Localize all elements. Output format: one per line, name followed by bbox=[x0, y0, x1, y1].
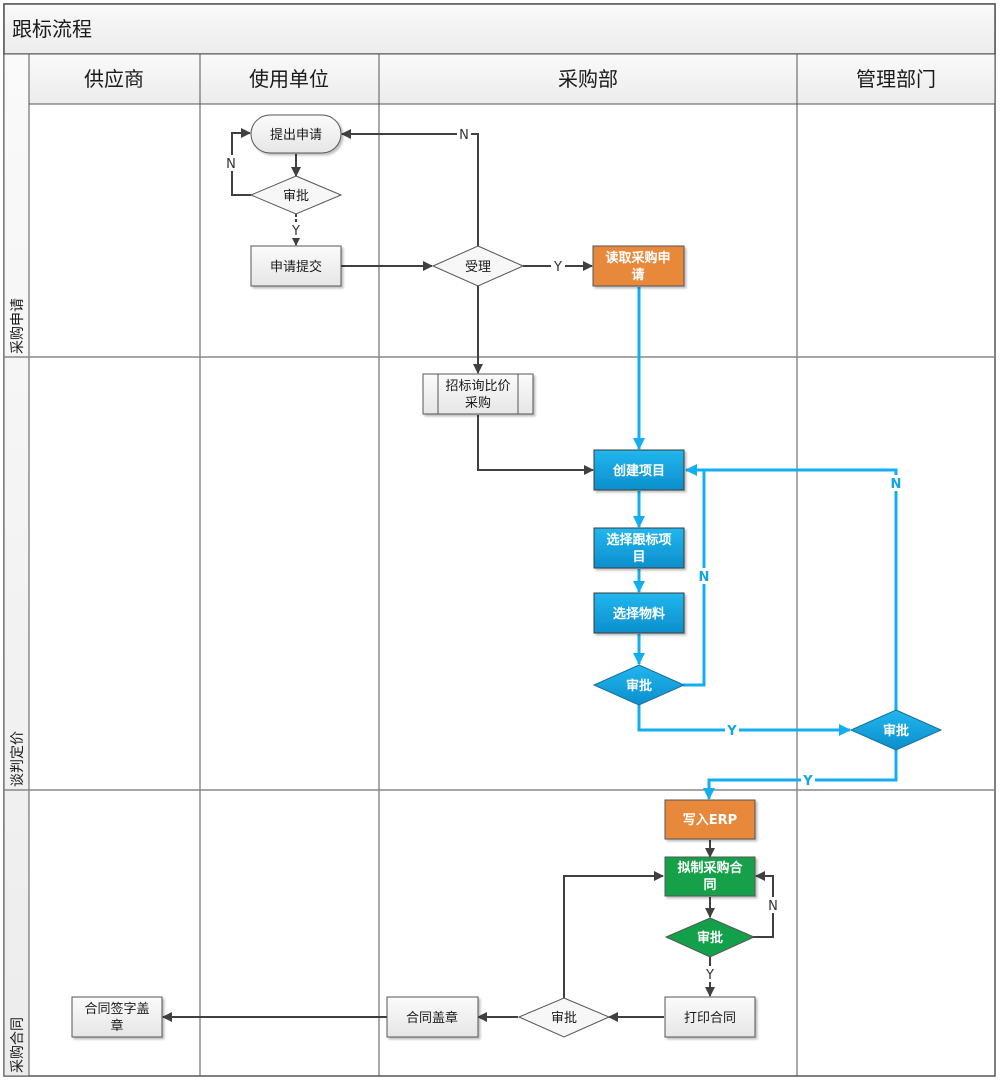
node-select-bid-item[interactable]: 选择跟标项 目 bbox=[593, 527, 685, 569]
edge bbox=[477, 415, 594, 475]
node-write-erp[interactable]: 写入ERP bbox=[664, 799, 756, 840]
node-label: 写入ERP bbox=[683, 813, 737, 828]
edge-label-n: N bbox=[226, 157, 236, 172]
node-label: 审批 bbox=[883, 723, 909, 739]
node-label: 章 bbox=[110, 1018, 123, 1034]
node-label: 目 bbox=[632, 550, 645, 565]
edge-label-n: N bbox=[768, 899, 778, 914]
node-label: 选择跟标项 bbox=[606, 532, 671, 548]
node-label: 审批 bbox=[283, 189, 309, 204]
column-header-management: 管理部门 bbox=[856, 67, 936, 91]
edges-dark bbox=[162, 128, 774, 1022]
node-approve-management[interactable]: 审批 bbox=[849, 709, 943, 751]
node-approve-user-unit[interactable]: 审批 bbox=[249, 175, 343, 215]
node-label: 请 bbox=[631, 267, 644, 283]
lane-label-column bbox=[3, 53, 30, 1077]
swimlane-frame: 跟标流程 供应商 使用单位 采购部 管理部门 采购申请 谈判定价 采购合同 bbox=[3, 3, 996, 1077]
node-label: 合同盖章 bbox=[406, 1010, 458, 1026]
edge bbox=[704, 468, 898, 711]
node-label: 采购 bbox=[465, 395, 491, 411]
node-label: 打印合同 bbox=[684, 1011, 736, 1026]
node-label: 拟制采购合 bbox=[677, 860, 743, 876]
node-select-material[interactable]: 选择物料 bbox=[593, 592, 685, 634]
node-label: 创建项目 bbox=[612, 463, 665, 479]
node-contract-sign-stamp[interactable]: 合同签字盖 章 bbox=[71, 996, 163, 1038]
node-approve-contract[interactable]: 审批 bbox=[664, 917, 756, 958]
edge-label-y: Y bbox=[726, 724, 737, 739]
lane-label-request: 采购申请 bbox=[10, 298, 26, 354]
edge-label-y: Y bbox=[705, 968, 714, 983]
node-label: 读取采购申 bbox=[605, 250, 670, 266]
node-approve-purchasing[interactable]: 审批 bbox=[592, 664, 686, 706]
edge-label-n: N bbox=[459, 128, 469, 143]
node-approve-print[interactable]: 审批 bbox=[517, 997, 611, 1038]
lane-label-contract: 采购合同 bbox=[10, 1017, 26, 1073]
lane-label-negotiation: 谈判定价 bbox=[10, 731, 26, 787]
node-label: 受理 bbox=[465, 260, 491, 275]
edges-blue bbox=[633, 287, 898, 800]
node-request-submit[interactable]: 申请提交 bbox=[250, 245, 342, 287]
node-create-project[interactable]: 创建项目 bbox=[593, 449, 685, 491]
edge-label-y: Y bbox=[802, 774, 813, 789]
node-contract-stamp[interactable]: 合同盖章 bbox=[386, 996, 479, 1038]
edge bbox=[563, 871, 664, 998]
node-submit-request[interactable]: 提出申请 bbox=[250, 114, 342, 154]
node-accept[interactable]: 受理 bbox=[431, 245, 525, 287]
edge-label-y: Y bbox=[553, 260, 562, 275]
column-header-row bbox=[28, 53, 996, 105]
edge-label-n: N bbox=[891, 477, 902, 492]
edge-labels: N Y N Y N N Y Y N Y bbox=[224, 126, 903, 983]
diagram-title: 跟标流程 bbox=[12, 17, 92, 41]
node-read-request[interactable]: 读取采购申 请 bbox=[592, 245, 685, 287]
edge bbox=[637, 705, 851, 736]
node-label: 选择物料 bbox=[613, 606, 665, 622]
node-label: 审批 bbox=[697, 930, 723, 946]
node-label: 审批 bbox=[551, 1011, 577, 1026]
node-label: 申请提交 bbox=[270, 259, 322, 275]
node-label: 合同签字盖 bbox=[84, 1001, 149, 1017]
column-header-user-unit: 使用单位 bbox=[249, 67, 329, 91]
node-print-contract[interactable]: 打印合同 bbox=[664, 996, 756, 1038]
node-label: 招标询比价 bbox=[445, 379, 510, 394]
column-header-supplier: 供应商 bbox=[84, 67, 144, 91]
node-label: 同 bbox=[703, 878, 716, 893]
edge bbox=[341, 129, 479, 247]
node-label: 提出申请 bbox=[270, 127, 322, 143]
column-header-purchasing: 采购部 bbox=[558, 67, 618, 91]
edge-label-y: Y bbox=[291, 224, 300, 239]
title-bar bbox=[3, 3, 996, 55]
node-label: 审批 bbox=[626, 678, 652, 694]
edge-label-n: N bbox=[699, 570, 710, 585]
node-draft-contract[interactable]: 拟制采购合 同 bbox=[664, 856, 756, 897]
node-tender-procurement[interactable]: 招标询比价 采购 bbox=[422, 373, 534, 415]
